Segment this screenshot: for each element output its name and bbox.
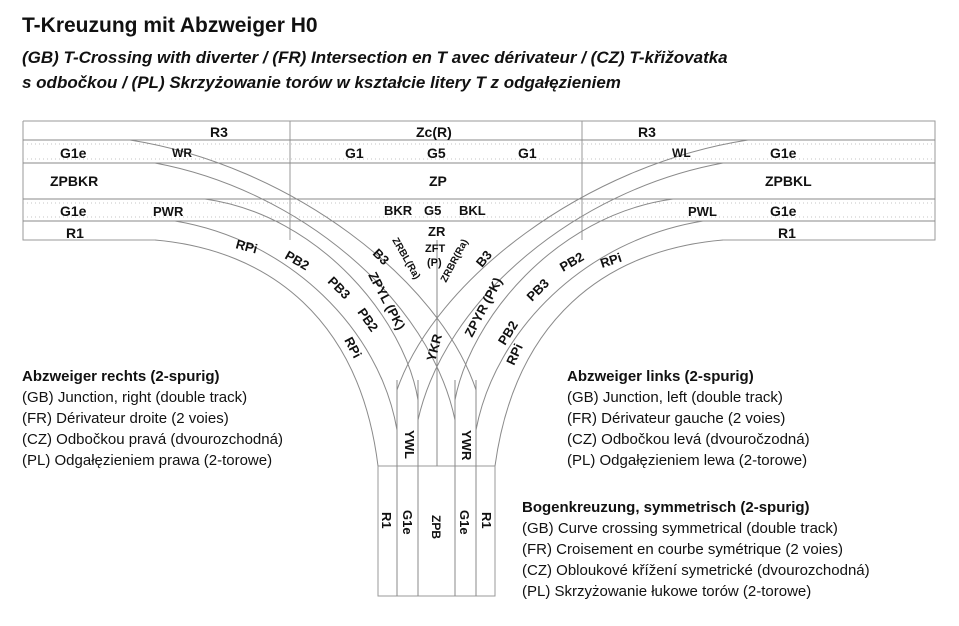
legend-line-cz: (CZ) Obloukové křížení symetrické (dvour… — [522, 562, 870, 579]
label-r3-right: R3 — [638, 124, 656, 140]
label-pb2-right-2: PB2 — [495, 318, 521, 347]
legend-line-gb: (GB) Junction, right (double track) — [22, 389, 248, 406]
legend-line-cz: (CZ) Odbočkou levá (dvouročzodná) — [567, 431, 810, 448]
legend-line-fr: (FR) Croisement en courbe symétrique (2 … — [522, 541, 843, 558]
subtitle-line-2: s odbočkou / (PL) Skrzyżowanie torów w k… — [22, 73, 621, 92]
label-pb3-left: PB3 — [325, 274, 353, 302]
label-r1-bottom-2: R1 — [479, 512, 494, 529]
label-bkl: BKL — [459, 203, 486, 218]
diagram-frame — [22, 120, 936, 597]
label-r1-bottom-1: R1 — [379, 512, 394, 529]
legend-heading: Abzweiger links (2-spurig) — [567, 368, 754, 385]
label-ykr: YKR — [423, 332, 445, 363]
label-zrbl: ZRBL(Ra) — [389, 236, 422, 281]
legend-line-gb: (GB) Curve crossing symmetrical (double … — [522, 520, 838, 537]
label-g1-left: G1 — [345, 145, 364, 161]
label-rpi-right-1: RPi — [598, 250, 623, 271]
page-subtitle: (GB) T-Crossing with diverter / (FR) Int… — [22, 45, 942, 95]
label-pwl: PWL — [688, 204, 717, 219]
legend-line-fr: (FR) Dérivateur gauche (2 voies) — [567, 410, 786, 427]
label-zc-r: Zc(R) — [416, 124, 452, 140]
label-g5-top: G5 — [427, 145, 446, 161]
label-g1e-bottom-2: G1e — [457, 510, 472, 535]
legend-left-junction: Abzweiger links (2-spurig) (GB) Junction… — [567, 366, 810, 471]
vertical-tracks — [396, 380, 477, 596]
legend-line-pl: (PL) Odgałęzieniem lewa (2-torowe) — [567, 452, 808, 469]
legend-line-pl: (PL) Odgałęzieniem prawa (2-torowe) — [22, 452, 273, 469]
label-g1e-top-left: G1e — [60, 145, 87, 161]
label-g1-right: G1 — [518, 145, 537, 161]
label-pb2-left-1: PB2 — [283, 248, 312, 274]
label-zft: ZFT — [425, 243, 445, 255]
sleeper-ties — [23, 143, 935, 218]
page-title: T-Kreuzung mit Abzweiger H0 — [22, 14, 318, 37]
label-zp: ZP — [429, 173, 447, 189]
label-ywl: YWL — [402, 430, 417, 459]
label-pb2-left-2: PB2 — [355, 305, 382, 334]
label-pwr: PWR — [153, 204, 184, 219]
label-wr: WR — [172, 146, 192, 160]
label-p: (P) — [427, 257, 442, 269]
label-bkr: BKR — [384, 203, 413, 218]
legend-heading: Bogenkreuzung, symmetrisch (2-spurig) — [522, 499, 810, 516]
curve-tracks — [129, 139, 749, 467]
label-r1-left: R1 — [66, 225, 84, 241]
label-g1e-mid-left: G1e — [60, 203, 87, 219]
label-wl: WL — [672, 146, 691, 160]
label-r1-right: R1 — [778, 225, 796, 241]
legend-line-gb: (GB) Junction, left (double track) — [567, 389, 783, 406]
label-zpb: ZPB — [429, 515, 443, 539]
legend-curve-crossing: Bogenkreuzung, symmetrisch (2-spurig) (G… — [522, 497, 870, 602]
label-b3-left: B3 — [370, 246, 392, 268]
label-g1e-bottom-1: G1e — [400, 510, 415, 535]
label-zr: ZR — [428, 224, 446, 239]
label-zpbkr: ZPBKR — [50, 173, 98, 189]
legend-right-junction: Abzweiger rechts (2-spurig) (GB) Junctio… — [22, 366, 283, 471]
legend-line-fr: (FR) Dérivateur droite (2 voies) — [22, 410, 229, 427]
label-g1e-top-right: G1e — [770, 145, 797, 161]
subtitle-line-1: (GB) T-Crossing with diverter / (FR) Int… — [22, 48, 728, 67]
label-r3-left: R3 — [210, 124, 228, 140]
label-b3-right: B3 — [473, 248, 495, 270]
label-g5-mid: G5 — [424, 203, 441, 218]
label-g1e-mid-right: G1e — [770, 203, 797, 219]
legend-line-cz: (CZ) Odbočkou pravá (dvourozchodná) — [22, 431, 283, 448]
legend-line-pl: (PL) Skrzyżowanie łukowe torów (2-torowe… — [522, 583, 812, 600]
label-ywr: YWR — [459, 430, 474, 461]
label-rpi-left-1: RPi — [234, 236, 259, 256]
legend-heading: Abzweiger rechts (2-spurig) — [22, 368, 220, 385]
label-zpbkl: ZPBKL — [765, 173, 812, 189]
